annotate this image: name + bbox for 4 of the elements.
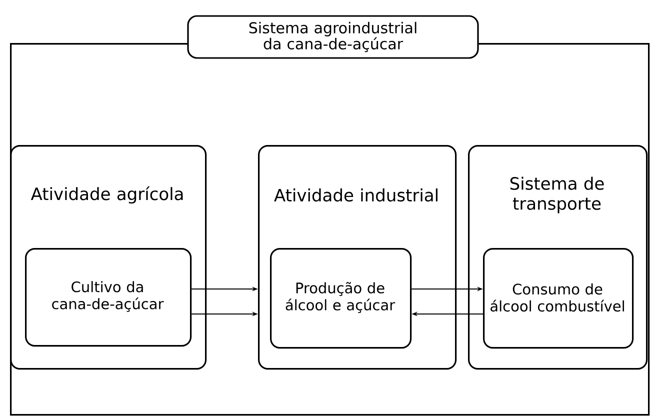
process-box: Produção de álcool e açúcar (270, 248, 412, 349)
process-box: Cultivo da cana-de-açúcar (25, 248, 192, 347)
title-box: Sistema agroindustrial da cana-de-açúcar (187, 15, 479, 59)
process-box: Consumo de álcool combustível (483, 248, 634, 349)
